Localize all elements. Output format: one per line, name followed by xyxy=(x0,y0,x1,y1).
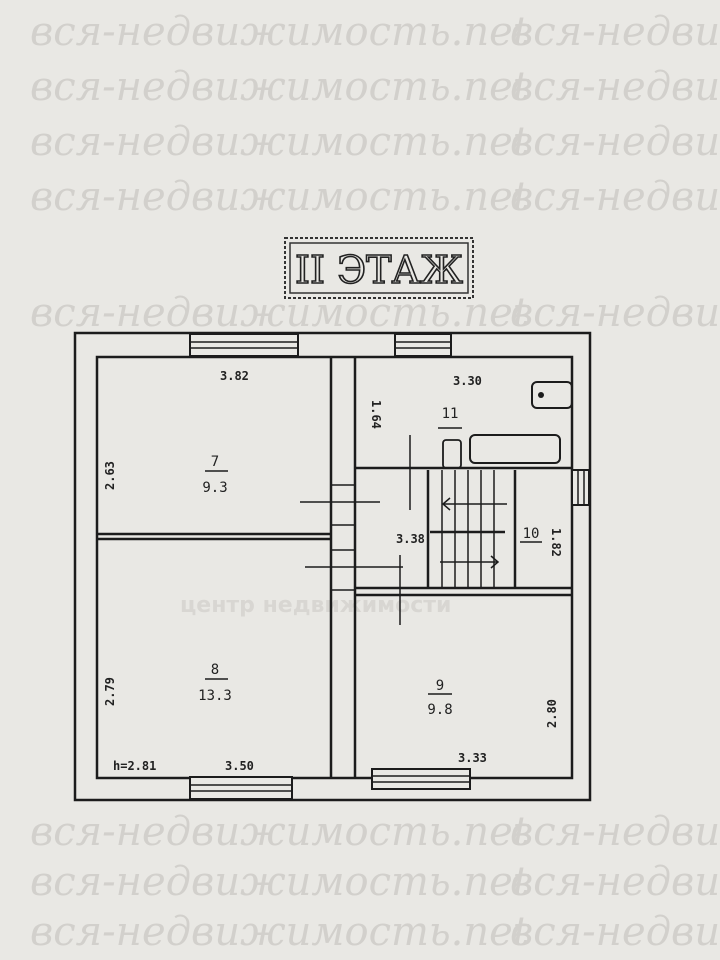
room-9-number: 9 xyxy=(436,678,444,694)
watermark: вся-недвижимость.net xyxy=(30,909,530,955)
dim-room8-width: 3.50 xyxy=(225,759,254,773)
dim-room7-width: 3.82 xyxy=(220,369,249,383)
watermark: вся-недвижимость.net xyxy=(510,859,720,905)
room-8-number: 8 xyxy=(211,662,219,678)
watermarks: вся-недвижимость.net вся-недвижимость.ne… xyxy=(30,9,720,955)
sanitary-fixtures xyxy=(442,381,573,469)
watermark: вся-недвижимость.net xyxy=(30,290,530,336)
watermark: вся-недвижимость.net xyxy=(30,809,530,855)
watermark: вся-недвижимость.net xyxy=(510,809,720,855)
watermark: вся-недвижимость.net xyxy=(510,64,720,110)
watermark: вся-недвижимость.net xyxy=(510,174,720,220)
room-10-number: 10 xyxy=(523,526,540,542)
watermark: вся-недвижимость.net xyxy=(510,119,720,165)
dim-room11-width: 3.30 xyxy=(453,374,482,388)
staircase xyxy=(300,435,517,625)
watermark: вся-недвижимость.net xyxy=(30,9,530,55)
ceiling-height: h=2.81 xyxy=(113,759,156,773)
room-7-area: 9.3 xyxy=(202,480,227,496)
watermark: вся-недвижимость.net xyxy=(30,859,530,905)
dim-room9-width: 3.33 xyxy=(458,751,487,765)
dim-room7-depth: 2.63 xyxy=(103,461,117,490)
dim-room11-depth: 1.64 xyxy=(369,400,383,429)
room-11-number: 11 xyxy=(442,406,459,422)
watermark-center: центр недвижимости xyxy=(180,593,451,618)
watermark: вся-недвижимость.net xyxy=(30,174,530,220)
dim-room10-width: 3.38 xyxy=(396,532,425,546)
watermark: вся-недвижимость.net xyxy=(30,64,530,110)
sink-icon xyxy=(442,439,462,469)
dim-room9-depth: 2.80 xyxy=(545,699,559,728)
title-stamp: II ЭТАЖ xyxy=(284,237,474,299)
room-9-area: 9.8 xyxy=(427,702,452,718)
room-8-area: 13.3 xyxy=(198,688,232,704)
watermark: вся-недвижимость.net xyxy=(510,909,720,955)
room-7-number: 7 xyxy=(211,454,219,470)
dimension-labels: 3.82 2.63 3.30 1.64 3.38 1.82 2.79 3.50 … xyxy=(103,369,563,773)
dim-room10-depth: 1.82 xyxy=(549,528,563,557)
dim-room8-depth: 2.79 xyxy=(103,677,117,706)
room-labels: 7 9.3 8 13.3 9 9.8 10 11 xyxy=(198,406,542,718)
toilet-icon xyxy=(531,381,573,409)
watermark: вся-недвижимость.net xyxy=(510,290,720,336)
watermark: вся-недвижимость.net xyxy=(30,119,530,165)
windows xyxy=(189,333,590,800)
watermark: вся-недвижимость.net xyxy=(510,9,720,55)
floor-title: II ЭТАЖ xyxy=(295,248,463,292)
bathtub-icon xyxy=(469,434,561,464)
